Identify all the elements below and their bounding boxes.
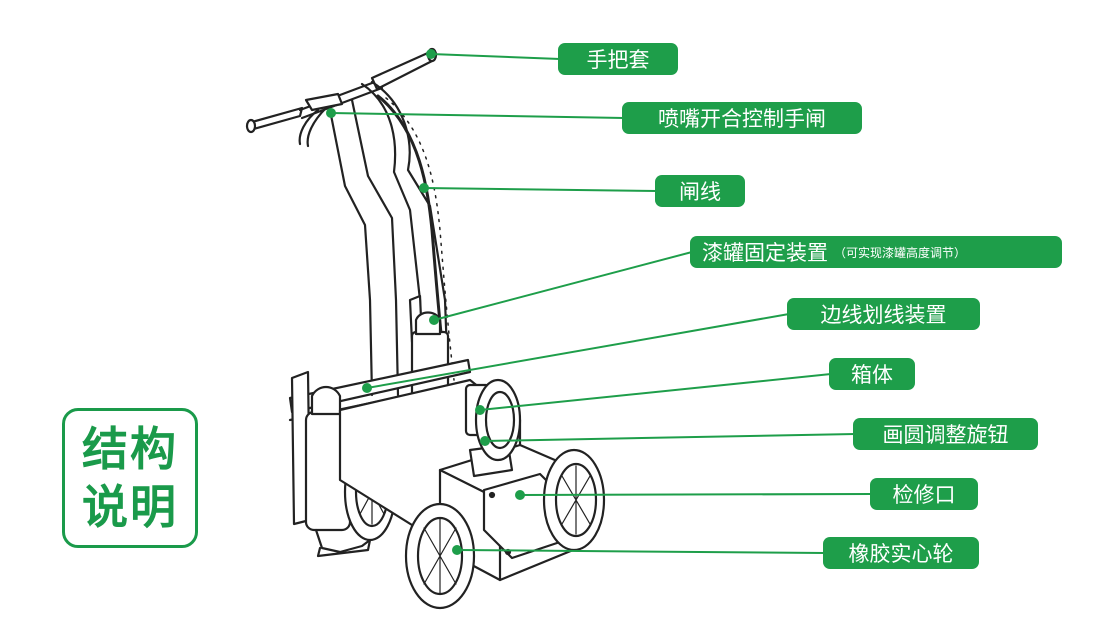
callout-label: 边线划线装置 [820,303,947,327]
title-line-2: 说明 [82,480,178,534]
callout-side-line-device: 边线划线装置 [787,298,980,330]
callout-paint-can-holder: 漆罐固定装置 （可实现漆罐高度调节） [690,236,1062,268]
title-line-1: 结构 [82,422,178,476]
callout-circle-knob: 画圆调整旋钮 [853,418,1038,450]
callout-label: 喷嘴开合控制手闸 [658,107,826,131]
leader-dots [326,49,525,555]
callout-label: 漆罐固定装置 [702,241,828,265]
callout-body-box: 箱体 [829,358,915,390]
callout-label: 检修口 [892,483,956,507]
callout-label: 手把套 [586,48,650,72]
callout-label: 箱体 [851,363,893,387]
callout-handle-grip: 手把套 [558,43,678,75]
callout-nozzle-brake: 喷嘴开合控制手闸 [622,102,862,134]
callout-note: （可实现漆罐高度调节） [834,245,967,260]
callout-label: 闸线 [679,180,721,204]
callout-rubber-wheel: 橡胶实心轮 [823,537,979,569]
callout-label: 画圆调整旋钮 [882,423,1009,447]
title-box: 结构 说明 [62,408,198,548]
leader-lines [330,53,873,554]
callout-inspection-port: 检修口 [870,478,978,510]
callout-label: 橡胶实心轮 [848,542,954,566]
machine-drawing-icon [245,47,606,610]
callout-brake-cable: 闸线 [655,175,745,207]
